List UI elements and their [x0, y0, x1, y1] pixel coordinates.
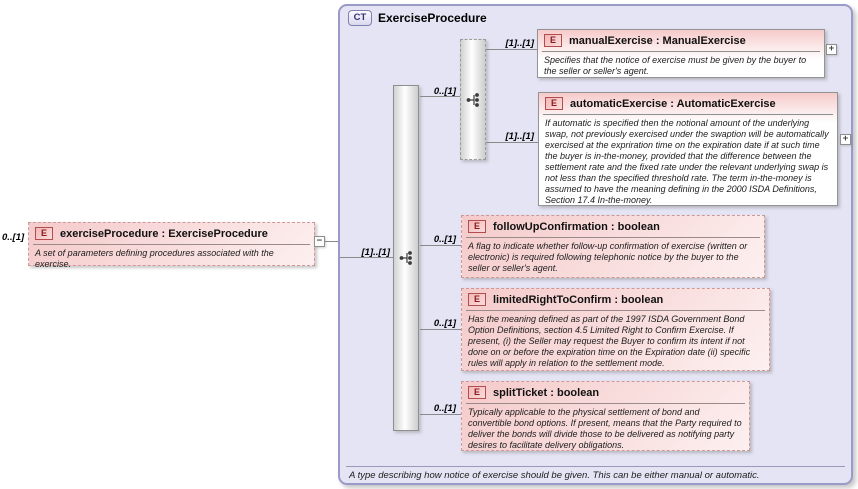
divider: [466, 310, 765, 311]
element-header: E followUpConfirmation : boolean: [462, 216, 764, 236]
element-box-exerciseProcedure[interactable]: E exerciseProcedure : ExerciseProcedure …: [28, 222, 315, 269]
connector-line: [340, 257, 393, 258]
cardinality-followUpConfirmation: 0..[1]: [433, 234, 456, 245]
divider: [543, 114, 833, 115]
complex-type-title: ExerciseProcedure: [378, 11, 487, 25]
connector-line: [315, 241, 340, 242]
connector-line: [420, 96, 460, 97]
collapse-button[interactable]: −: [314, 236, 325, 247]
divider: [542, 51, 820, 52]
connector-line: [420, 245, 461, 246]
divider: [466, 237, 760, 238]
cardinality-limitedRightToConfirm: 0..[1]: [433, 318, 456, 329]
element-box-followUpConfirmation[interactable]: E followUpConfirmation : boolean A flag …: [461, 215, 765, 278]
element-header: E limitedRightToConfirm : boolean: [462, 289, 769, 309]
element-annotation: A flag to indicate whether follow-up con…: [468, 241, 748, 273]
element-title: manualExercise : ManualExercise: [569, 34, 746, 47]
element-annotation: If automatic is specified then the notio…: [545, 118, 829, 205]
element-title: followUpConfirmation : boolean: [493, 220, 660, 233]
cardinality-splitTicket: 0..[1]: [433, 403, 456, 414]
complex-type-annotation: A type describing how notice of exercise…: [349, 470, 760, 481]
element-icon: E: [545, 97, 563, 110]
element-annotation: Specifies that the notice of exercise mu…: [544, 55, 807, 76]
sequence-icon: [399, 251, 412, 265]
element-box-limitedRightToConfirm[interactable]: E limitedRightToConfirm : boolean Has th…: [461, 288, 770, 371]
element-header: E automaticExercise : AutomaticExercise: [539, 93, 837, 113]
divider: [346, 466, 845, 467]
connector-line: [486, 142, 538, 143]
element-header: E manualExercise : ManualExercise: [538, 30, 824, 50]
element-icon: E: [468, 220, 486, 233]
complex-type-icon: CT: [348, 10, 372, 26]
element-icon: E: [468, 386, 486, 399]
element-annotation: A set of parameters defining procedures …: [35, 248, 274, 269]
expand-button-automaticExercise[interactable]: +: [840, 134, 851, 145]
cardinality-automaticExercise: [1]..[1]: [505, 131, 535, 142]
element-icon: E: [35, 227, 53, 240]
cardinality-sequence: [1]..[1]: [361, 247, 391, 258]
element-box-splitTicket[interactable]: E splitTicket : boolean Typically applic…: [461, 381, 750, 451]
element-header: E exerciseProcedure : ExerciseProcedure: [29, 223, 314, 243]
cardinality-manualExercise: [1]..[1]: [505, 38, 535, 49]
element-title: automaticExercise : AutomaticExercise: [570, 97, 776, 110]
connector-line: [486, 49, 537, 50]
element-icon: E: [544, 34, 562, 47]
element-box-manualExercise[interactable]: E manualExercise : ManualExercise Specif…: [537, 29, 825, 78]
sequence-indicator[interactable]: [393, 85, 419, 431]
element-header: E splitTicket : boolean: [462, 382, 749, 402]
cardinality-choice-group: 0..[1]: [433, 86, 456, 97]
element-title: exerciseProcedure : ExerciseProcedure: [60, 227, 268, 240]
element-title: splitTicket : boolean: [493, 386, 600, 399]
element-icon: E: [468, 293, 486, 306]
connector-line: [420, 414, 461, 415]
cardinality-exerciseProcedure: 0..[1]: [2, 232, 25, 243]
expand-button-manualExercise[interactable]: +: [826, 44, 837, 55]
element-title: limitedRightToConfirm : boolean: [493, 293, 664, 306]
element-annotation: Has the meaning defined as part of the 1…: [468, 314, 751, 368]
connector-line: [420, 329, 461, 330]
choice-icon: [466, 92, 479, 107]
divider: [33, 244, 310, 245]
element-box-automaticExercise[interactable]: E automaticExercise : AutomaticExercise …: [538, 92, 838, 206]
element-annotation: Typically applicable to the physical set…: [468, 407, 742, 450]
choice-indicator[interactable]: [460, 39, 486, 160]
divider: [466, 403, 745, 404]
